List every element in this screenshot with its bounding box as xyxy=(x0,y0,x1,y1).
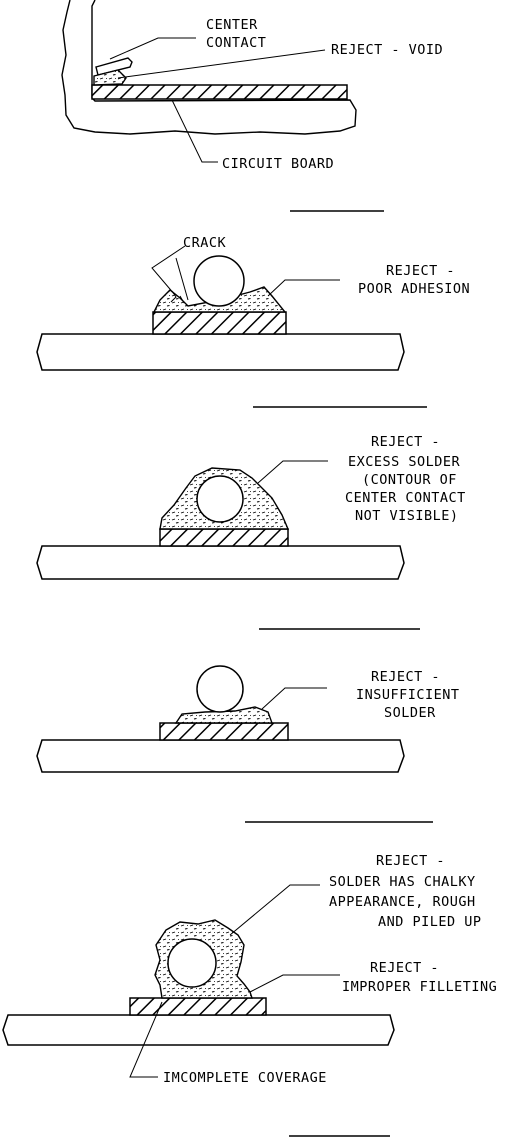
figure-3: REJECT - EXCESS SOLDER (CONTOUR OF CENTE… xyxy=(37,434,466,629)
board xyxy=(37,740,404,772)
label-contour-of: (CONTOUR OF xyxy=(362,472,457,488)
label-reject: REJECT - xyxy=(371,669,440,685)
label-reject: REJECT - xyxy=(371,434,440,450)
pad xyxy=(130,998,266,1015)
circuit-board-pad xyxy=(92,85,347,99)
figure-5: REJECT - SOLDER HAS CHALKY APPEARANCE, R… xyxy=(3,853,497,1136)
label-center: CENTER xyxy=(206,17,258,33)
figure-4: REJECT - INSUFFICIENT SOLDER xyxy=(37,666,460,822)
label-crack: CRACK xyxy=(183,235,227,251)
label-and-piled-up: AND PILED UP xyxy=(378,914,482,930)
leader-poor-adhesion xyxy=(268,280,340,296)
pad xyxy=(160,529,288,546)
label-circuit-board: CIRCUIT BOARD xyxy=(222,156,334,172)
figure-1: CENTER CONTACT REJECT - VOID CIRCUIT BOA… xyxy=(62,0,443,211)
label-contact: CONTACT xyxy=(206,35,266,51)
label-improper-filleting: IMPROPER FILLETING xyxy=(342,979,497,995)
label-reject: REJECT - xyxy=(386,263,455,279)
leader-chalky xyxy=(230,885,320,935)
pad xyxy=(153,312,286,334)
figure-2: CRACK REJECT - POOR ADHESION xyxy=(37,235,470,407)
label-reject-1: REJECT - xyxy=(376,853,445,869)
center-contact-ball xyxy=(197,666,243,712)
label-insufficient: INSUFFICIENT xyxy=(356,687,460,703)
leader-center-contact xyxy=(110,38,196,59)
label-solder: SOLDER xyxy=(384,705,436,721)
label-solder-has-chalky: SOLDER HAS CHALKY xyxy=(329,874,476,890)
label-appearance-rough: APPEARANCE, ROUGH xyxy=(329,894,476,910)
leader-void xyxy=(118,50,325,78)
center-contact-ball xyxy=(197,476,243,522)
board xyxy=(37,546,404,579)
label-incomplete-coverage: IMCOMPLETE COVERAGE xyxy=(163,1070,327,1086)
center-contact-ball xyxy=(194,256,244,306)
leader-filleting xyxy=(250,975,340,992)
label-reject-2: REJECT - xyxy=(370,960,439,976)
leader-excess-solder xyxy=(258,461,328,483)
leader-insufficient xyxy=(262,688,327,709)
label-excess-solder: EXCESS SOLDER xyxy=(348,454,461,470)
label-poor-adhesion: POOR ADHESION xyxy=(358,281,470,297)
label-not-visible: NOT VISIBLE) xyxy=(355,508,459,524)
board xyxy=(3,1015,394,1045)
leader-crack-2 xyxy=(176,258,188,300)
label-reject-void: REJECT - VOID xyxy=(331,42,443,58)
center-contact-ball xyxy=(168,939,216,987)
board xyxy=(37,334,404,370)
pad xyxy=(160,723,288,740)
label-center-contact: CENTER CONTACT xyxy=(345,490,466,506)
